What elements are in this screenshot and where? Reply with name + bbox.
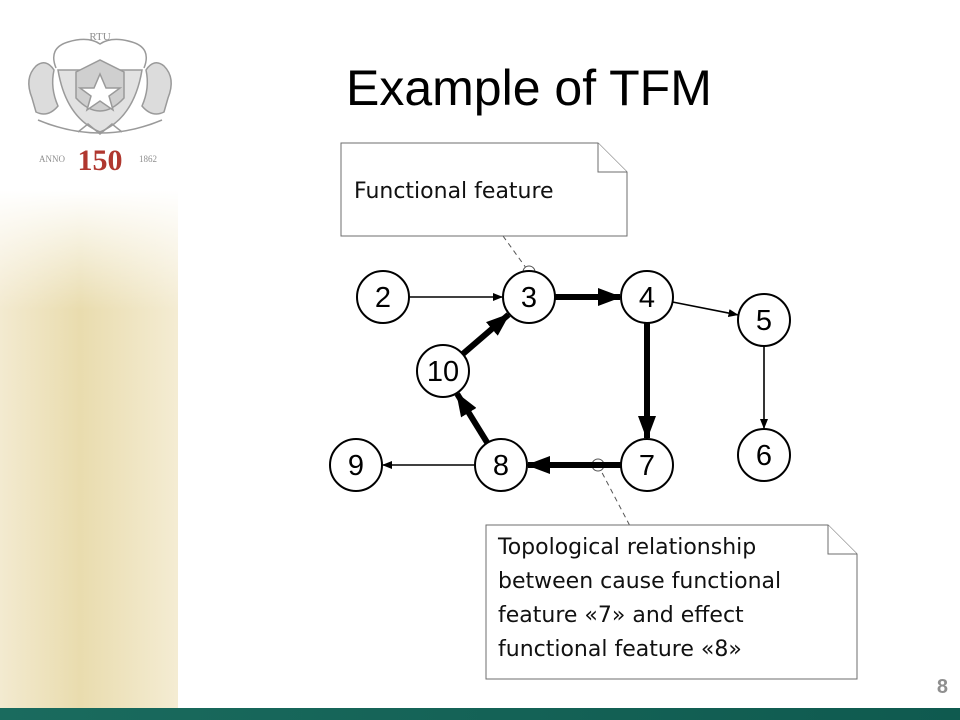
callout-topological-line-3: feature «7» and effect (498, 603, 744, 628)
footer-bar (0, 708, 960, 720)
node-label-5: 5 (756, 305, 772, 337)
node-circle-10 (416, 344, 470, 398)
node-7: 7 (620, 438, 674, 492)
node-circle-4 (620, 270, 674, 324)
callout-topological-line-4: functional feature «8» (498, 637, 742, 662)
edge-10-to-3 (460, 312, 511, 357)
node-6: 6 (737, 428, 791, 482)
callout-functional-feature-text: Functional feature (354, 179, 554, 204)
callout-topological-relationship: Topological relationship between cause f… (485, 524, 858, 680)
rtu-logo: RTU ANNO 150 1862 (28, 31, 172, 177)
rtu-crest-emblem (28, 38, 172, 135)
logo-number-text: 150 (78, 144, 123, 177)
logo-anno-text: ANNO (39, 154, 65, 164)
node-circle-5 (737, 293, 791, 347)
callout-functional-feature: Functional feature (340, 142, 628, 237)
node-label-7: 7 (639, 450, 655, 482)
node-circle-3 (502, 270, 556, 324)
node-label-6: 6 (756, 440, 772, 472)
callout-topological-line-2: between cause functional (498, 569, 781, 594)
edge-4-to-5 (672, 301, 739, 317)
node-3: 3 (502, 270, 556, 324)
node-circle-2 (356, 270, 410, 324)
logo-top-text: RTU (89, 31, 110, 43)
edges (382, 288, 768, 474)
node-circle-8 (474, 438, 528, 492)
node-2: 2 (356, 270, 410, 324)
callout-topological-line-1: Topological relationship (497, 535, 756, 560)
node-8: 8 (474, 438, 528, 492)
node-label-4: 4 (639, 282, 655, 314)
slide-title: Example of TFM (346, 60, 712, 116)
callout-topological-relationship-box (485, 524, 858, 680)
side-panel-fade (0, 190, 178, 310)
node-circle-7 (620, 438, 674, 492)
decorative-side-panel (0, 190, 178, 708)
edge-8-to-10 (454, 392, 490, 445)
node-5: 5 (737, 293, 791, 347)
node-4: 4 (620, 270, 674, 324)
node-label-3: 3 (521, 282, 537, 314)
node-label-10: 10 (427, 356, 459, 388)
node-label-8: 8 (493, 450, 509, 482)
leader-topological-relationship (597, 464, 631, 527)
node-9: 9 (329, 438, 383, 492)
leader-functional-feature (502, 235, 530, 273)
callout-topological-relationship-fold (827, 525, 857, 555)
node-label-2: 2 (375, 282, 391, 314)
node-10: 10 (416, 344, 470, 398)
node-circle-6 (737, 428, 791, 482)
nodes: 2 3 4 5 6 7 8 9 10 (329, 270, 791, 492)
callout-functional-feature-box (340, 142, 628, 237)
node-circle-9 (329, 438, 383, 492)
callout-functional-feature-fold (597, 143, 627, 173)
page-number: 8 (936, 676, 948, 698)
logo-year-text: 1862 (139, 154, 157, 164)
node-label-9: 9 (348, 450, 364, 482)
